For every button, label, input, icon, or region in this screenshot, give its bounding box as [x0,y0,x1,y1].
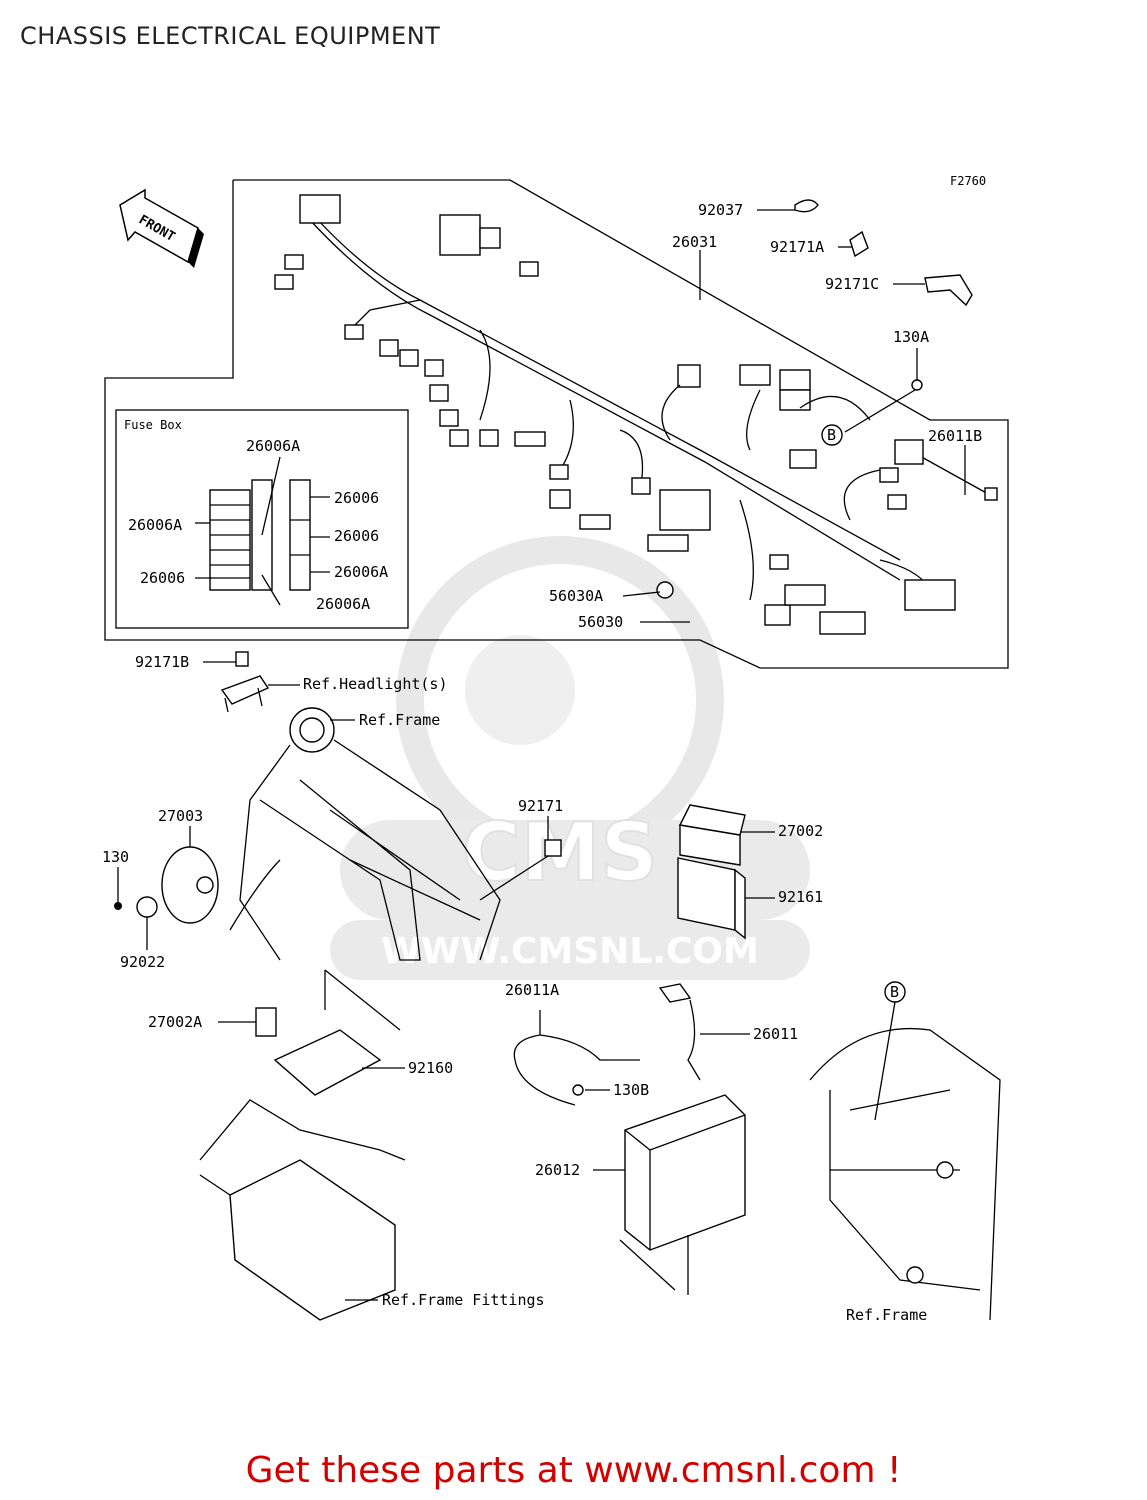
part-27003-shape [114,846,219,924]
page-title: CHASSIS ELECTRICAL EQUIPMENT [20,22,441,50]
figure-code: F2760 [950,174,986,188]
part-92171A-shape [849,230,869,258]
fuse-box: Fuse Box [115,409,409,629]
part-92160-shape [273,1029,382,1096]
part-130B-shape [572,1084,584,1096]
label-27003: 27003 [158,807,203,825]
label-27002: 27002 [778,822,823,840]
front-arrow-icon: FRONT [119,188,204,268]
parts-diagram: CMS WWW.CMSNL.COM FRONT F2760 [102,174,1009,1324]
part-92171C-shape [924,274,973,307]
wiring-harness-26031 [274,194,998,635]
label-fuse-26006A-left: 26006A [128,516,182,534]
cta-link[interactable]: Get these parts at www.cmsnl.com ! [245,1450,902,1491]
circle-b-label-2: B [890,983,899,1001]
cable-26011-shape [658,983,692,1003]
watermark-brand: CMS [462,806,658,899]
label-26012: 26012 [535,1161,580,1179]
label-92160: 92160 [408,1059,453,1077]
cover-92161 [677,857,746,940]
part-56030A-shape [656,581,674,599]
label-92161: 92161 [778,888,823,906]
battery-26012 [619,1094,746,1295]
ecu-27002 [678,804,746,866]
circle-b-marker-1 [821,424,843,446]
circle-b-label-1: B [827,426,836,444]
part-130A-shape [911,379,923,391]
label-130: 130 [102,848,129,866]
harness-outline [104,179,1009,669]
label-26011B: 26011B [928,427,982,445]
label-92171B: 92171B [135,653,189,671]
watermark: CMS WWW.CMSNL.COM [330,536,810,980]
label-fuse-26006-left: 26006 [140,569,185,587]
battery-case [199,1099,406,1321]
label-56030: 56030 [578,613,623,631]
label-26011: 26011 [753,1025,798,1043]
watermark-url: WWW.CMSNL.COM [381,931,759,972]
frame-sketch [229,707,501,961]
label-fuse-26006-r1: 26006 [334,489,379,507]
label-130B: 130B [613,1081,649,1099]
label-92171: 92171 [518,797,563,815]
frame-sketch-right [809,1027,1001,1321]
headlight-bracket [220,651,270,713]
label-fuse-26006A-bottom: 26006A [316,595,370,613]
label-56030A: 56030A [549,587,603,605]
label-fuse-26006A-top: 26006A [246,437,300,455]
label-92037: 92037 [698,201,743,219]
label-92022: 92022 [120,953,165,971]
label-ref-headlights: Ref.Headlight(s) [303,675,448,693]
label-ref-frame-top: Ref.Frame [359,711,440,729]
part-27002A-shape [255,1007,277,1037]
label-ref-frame-bottom: Ref.Frame [846,1306,927,1324]
label-26031: 26031 [672,233,717,251]
cable-26011A [513,1010,640,1106]
part-92171-shape [544,839,562,857]
label-fuse-26006A-r3: 26006A [334,563,388,581]
label-ref-frame-fittings: Ref.Frame Fittings [382,1291,545,1309]
fuse-box-title: Fuse Box [124,418,182,432]
label-26011A: 26011A [505,981,559,999]
label-130A: 130A [893,328,929,346]
part-92037-shape [794,199,819,213]
label-27002A: 27002A [148,1013,202,1031]
leader-lines [117,209,966,1301]
label-fuse-26006-r2: 26006 [334,527,379,545]
label-92171C: 92171C [825,275,879,293]
label-92171A: 92171A [770,238,824,256]
